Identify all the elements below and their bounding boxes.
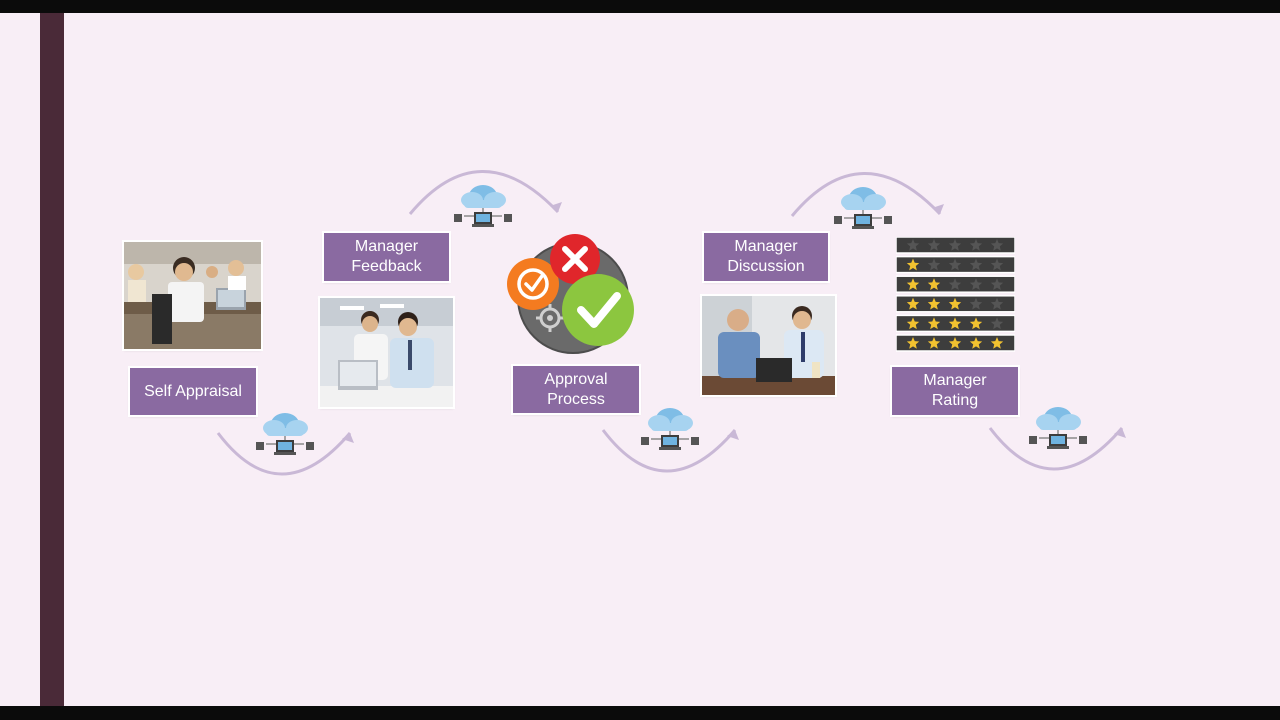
star-icon bbox=[990, 278, 1004, 290]
star-icon bbox=[906, 278, 920, 290]
manager-feedback-label: Manager Feedback bbox=[324, 233, 449, 281]
manager-discussion-photo bbox=[702, 296, 835, 395]
manager-discussion-label: Manager Discussion bbox=[704, 233, 828, 281]
star-icon bbox=[927, 258, 941, 271]
manager-feedback-photo bbox=[320, 298, 453, 407]
cloud-network-icon bbox=[1029, 407, 1087, 449]
star-icon bbox=[927, 337, 941, 349]
manager-discussion-line2: Discussion bbox=[727, 258, 805, 275]
star-icon bbox=[948, 239, 962, 251]
cloud-network-icon bbox=[454, 185, 512, 227]
star-icon bbox=[927, 239, 941, 251]
close-icon bbox=[550, 234, 600, 284]
star-icon bbox=[990, 317, 1004, 330]
connector-arc-5 bbox=[988, 427, 1126, 471]
connector-arc-1 bbox=[216, 432, 354, 476]
cloud-network-icon bbox=[641, 408, 699, 450]
manager-feedback-line1: Manager bbox=[354, 238, 419, 255]
star-icon bbox=[927, 278, 941, 290]
connector-arc-2 bbox=[408, 170, 562, 215]
star-icon bbox=[990, 297, 1004, 310]
manager-rating-label: Manager Rating bbox=[892, 367, 1018, 415]
star-icon bbox=[990, 258, 1004, 271]
star-icon bbox=[948, 317, 962, 330]
star-icon bbox=[927, 297, 941, 310]
star-icon bbox=[969, 278, 983, 290]
left-accent-stripe bbox=[40, 13, 64, 706]
star-icon bbox=[906, 317, 920, 330]
star-icon bbox=[969, 297, 983, 310]
manager-feedback-line2: Feedback bbox=[351, 258, 422, 275]
cloud-network-icon bbox=[256, 413, 314, 455]
cloud-network-icon bbox=[834, 187, 892, 229]
rating-stars-graphic bbox=[895, 236, 1016, 353]
manager-rating-line2: Rating bbox=[931, 392, 979, 409]
star-icon bbox=[969, 239, 983, 251]
star-icon bbox=[906, 297, 920, 310]
star-icon bbox=[906, 337, 920, 349]
star-icon bbox=[948, 278, 962, 290]
self-appraisal-photo bbox=[124, 242, 261, 349]
star-icon bbox=[948, 337, 962, 349]
star-icon bbox=[906, 239, 920, 251]
approval-process-line2: Process bbox=[547, 390, 605, 408]
approval-process-line1: Approval bbox=[544, 370, 608, 388]
star-icon bbox=[969, 258, 983, 271]
approval-process-graphic bbox=[505, 232, 635, 354]
gear-icon bbox=[536, 304, 564, 332]
bottom-letterbox bbox=[0, 706, 1280, 720]
star-icon bbox=[990, 337, 1004, 349]
star-icon bbox=[927, 317, 941, 330]
connector-arc-3 bbox=[601, 429, 739, 473]
check-icon bbox=[562, 274, 634, 346]
top-letterbox bbox=[0, 0, 1280, 13]
star-icon bbox=[948, 258, 962, 271]
self-appraisal-label: Self Appraisal bbox=[130, 368, 256, 415]
connector-arc-4 bbox=[790, 172, 944, 217]
manager-discussion-line1: Manager bbox=[734, 238, 798, 255]
clock-check-icon bbox=[507, 258, 559, 310]
approval-process-label: Approval Process bbox=[513, 366, 639, 413]
star-icon bbox=[969, 317, 983, 330]
star-icon bbox=[948, 297, 962, 310]
manager-rating-line1: Manager bbox=[923, 372, 987, 389]
star-icon bbox=[969, 337, 983, 349]
star-icon bbox=[990, 239, 1004, 251]
star-icon bbox=[906, 258, 920, 271]
